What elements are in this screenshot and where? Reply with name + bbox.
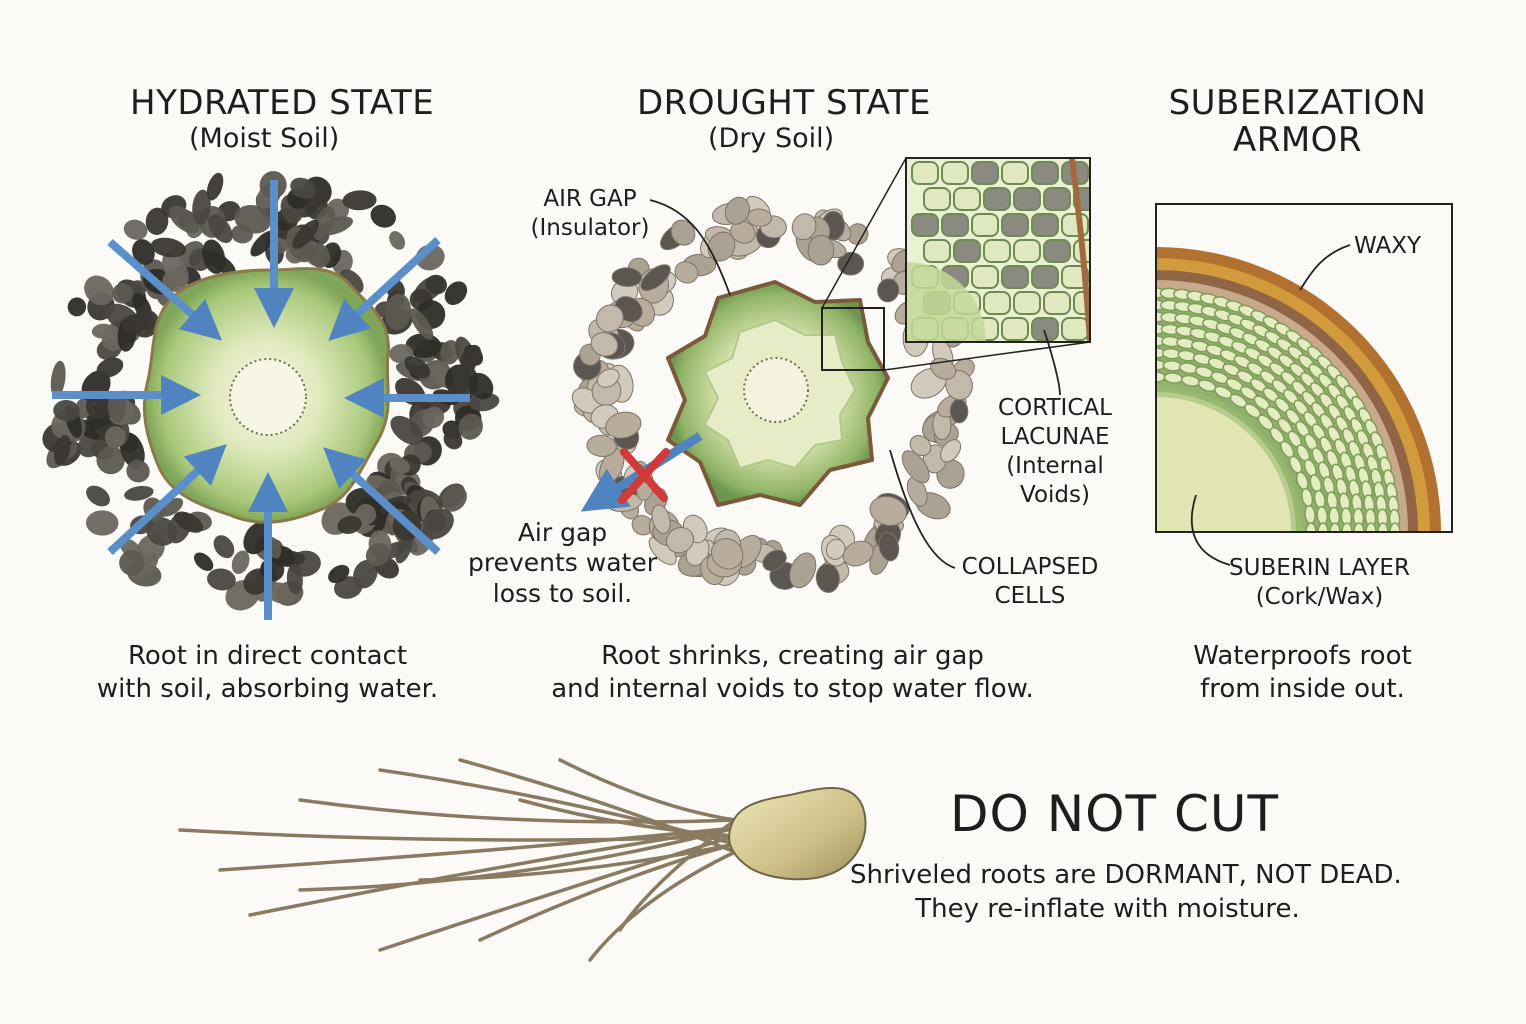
- warning-line1: Shriveled roots are DORMANT, NOT DEAD.: [850, 860, 1402, 890]
- air-gap-note-line1: Air gap: [517, 518, 608, 547]
- lacunae-label-line2: LACUNAE: [1000, 424, 1110, 450]
- zoom-source-box: [821, 307, 885, 371]
- drought-caption-line1: Root shrinks, creating air gap: [601, 641, 984, 671]
- suberization-title-line2: ARMOR: [1232, 120, 1363, 160]
- cortical-tissue-magnified: [906, 158, 1090, 342]
- root-crown-bulb: [728, 787, 867, 881]
- water-flow-arrows: [52, 180, 470, 620]
- air-gap-note-line2: prevents water: [467, 548, 657, 577]
- drought-title: DROUGHT STATE: [637, 83, 932, 123]
- warning-line2: They re-inflate with moisture.: [915, 894, 1300, 924]
- hydrated-title: HYDRATED STATE: [130, 83, 435, 123]
- drought-vascular-core: [743, 357, 809, 423]
- drought-caption-line2: and internal voids to stop water flow.: [551, 674, 1034, 704]
- suberization-title-line1: SUBERIZATION: [1168, 83, 1427, 123]
- air-gap-label: AIR GAP: [543, 186, 637, 212]
- drought-subtitle: (Dry Soil): [708, 123, 835, 154]
- collapsed-cells-line2: CELLS: [994, 583, 1066, 609]
- drought-root-illustration: [571, 157, 1091, 593]
- lacunae-label-line3: (Internal: [1006, 453, 1104, 479]
- waxy-label: WAXY: [1354, 233, 1422, 259]
- dormant-root-illustration: [178, 758, 867, 962]
- hydrated-caption-line1: Root in direct contact: [127, 641, 408, 671]
- suberin-label: SUBERIN LAYER: [1229, 555, 1410, 581]
- blocked-x-icon: [618, 448, 670, 504]
- suberization-caption-line1: Waterproofs root: [1193, 641, 1412, 671]
- do-not-cut-heading: DO NOT CUT: [950, 785, 1279, 843]
- suberization-detail-frame: [1155, 203, 1453, 533]
- suberized-cell-layers: [1156, 287, 1401, 532]
- suberin-sublabel: (Cork/Wax): [1255, 584, 1384, 610]
- air-gap-sublabel: (Insulator): [530, 215, 650, 241]
- hydrated-subtitle: (Moist Soil): [189, 123, 340, 154]
- suberization-illustration: [1155, 203, 1453, 566]
- hydrated-root-illustration: [42, 171, 500, 620]
- lacunae-label-line4: Voids): [1020, 482, 1090, 508]
- air-gap-note-line3: loss to soil.: [492, 579, 633, 608]
- hydrated-vascular-core: [229, 358, 307, 436]
- lacunae-label-line1: CORTICAL: [998, 395, 1112, 421]
- suberization-caption-line2: from inside out.: [1200, 674, 1405, 704]
- collapsed-cells-line1: COLLAPSED: [961, 554, 1099, 580]
- hydrated-caption-line2: with soil, absorbing water.: [96, 674, 439, 704]
